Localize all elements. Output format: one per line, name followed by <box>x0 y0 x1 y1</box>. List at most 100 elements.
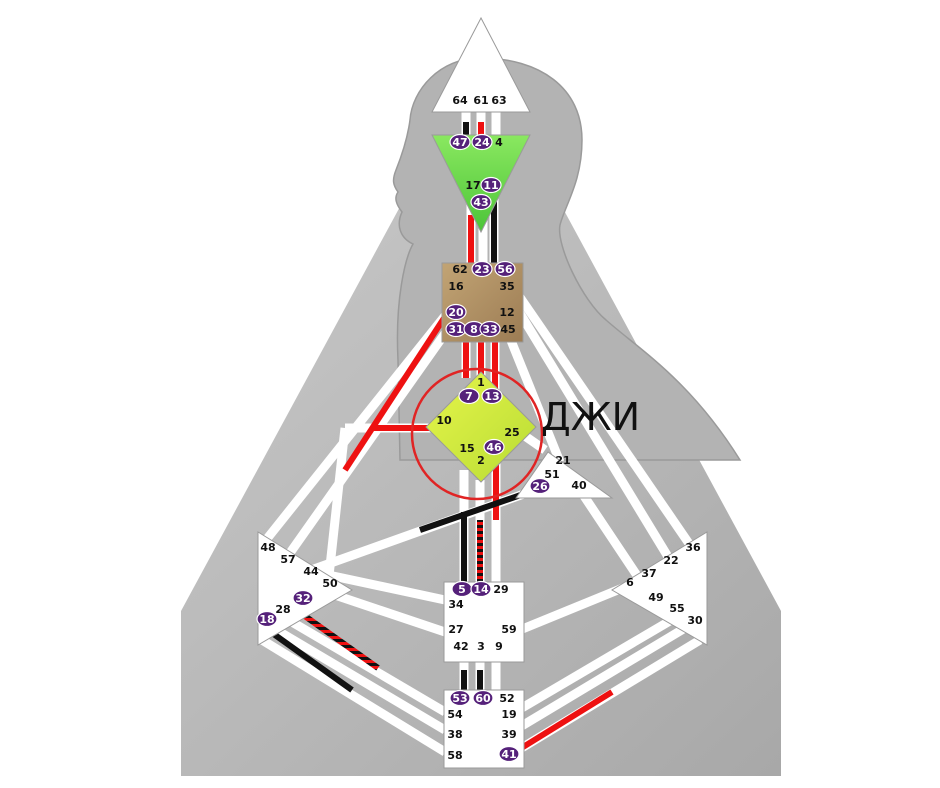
gate-60[interactable]: 60 <box>472 689 494 707</box>
gate-28-label: 28 <box>275 603 290 616</box>
gate-5[interactable]: 5 <box>451 580 473 598</box>
gate-58-label: 58 <box>447 749 462 762</box>
gate-10[interactable]: 10 <box>436 414 452 427</box>
gate-56-label: 56 <box>497 263 513 276</box>
gate-21[interactable]: 21 <box>555 454 570 467</box>
gate-14[interactable]: 14 <box>470 580 492 598</box>
gate-25[interactable]: 25 <box>504 426 519 439</box>
gate-23[interactable]: 23 <box>471 260 493 278</box>
gate-54-label: 54 <box>447 708 463 721</box>
gate-45[interactable]: 45 <box>500 323 515 336</box>
gate-13-activation-marker <box>481 387 503 405</box>
gate-46-activation-marker <box>483 438 505 456</box>
gate-53[interactable]: 53 <box>449 689 471 707</box>
gate-30[interactable]: 30 <box>687 614 703 627</box>
gate-47-activation-marker <box>449 133 471 151</box>
gate-63-label: 63 <box>491 94 506 107</box>
gate-56-activation-marker <box>494 260 516 278</box>
gate-57[interactable]: 57 <box>280 553 295 566</box>
gate-40[interactable]: 40 <box>571 479 587 492</box>
gate-6-label: 6 <box>626 576 634 589</box>
gate-6[interactable]: 6 <box>626 576 634 589</box>
gate-37[interactable]: 37 <box>641 567 656 580</box>
gate-25-label: 25 <box>504 426 519 439</box>
channel-activations <box>266 122 614 755</box>
gate-64-label: 64 <box>452 94 468 107</box>
gate-26[interactable]: 26 <box>529 477 551 495</box>
gate-34[interactable]: 34 <box>448 598 464 611</box>
gate-48[interactable]: 48 <box>260 541 275 554</box>
gate-8-label: 8 <box>470 323 478 336</box>
gate-52[interactable]: 52 <box>499 692 514 705</box>
gate-3[interactable]: 3 <box>477 640 485 653</box>
gate-41[interactable]: 41 <box>498 745 520 763</box>
gate-61[interactable]: 61 <box>473 94 488 107</box>
gate-60-activation-marker <box>472 689 494 707</box>
gate-44[interactable]: 44 <box>303 565 319 578</box>
gate-12[interactable]: 12 <box>499 306 514 319</box>
gate-41-activation-marker <box>498 745 520 763</box>
gate-59[interactable]: 59 <box>501 623 516 636</box>
gate-13[interactable]: 13 <box>481 387 503 405</box>
gate-11-activation-marker <box>480 176 502 194</box>
gate-46[interactable]: 46 <box>483 438 505 456</box>
gate-32[interactable]: 32 <box>292 589 314 607</box>
gate-52-label: 52 <box>499 692 514 705</box>
gate-27[interactable]: 27 <box>448 623 463 636</box>
gate-33-label: 33 <box>482 323 497 336</box>
gate-54[interactable]: 54 <box>447 708 463 721</box>
gate-20[interactable]: 20 <box>445 303 467 321</box>
gate-38[interactable]: 38 <box>447 728 462 741</box>
gate-51-label: 51 <box>544 468 559 481</box>
gate-42-label: 42 <box>453 640 468 653</box>
gate-51[interactable]: 51 <box>544 468 559 481</box>
gate-16[interactable]: 16 <box>448 280 464 293</box>
gate-4[interactable]: 4 <box>495 136 503 149</box>
gate-36[interactable]: 36 <box>685 541 701 554</box>
gate-45-label: 45 <box>500 323 515 336</box>
gate-28[interactable]: 28 <box>275 603 290 616</box>
gate-43[interactable]: 43 <box>470 193 492 211</box>
gate-60-label: 60 <box>475 692 491 705</box>
g-center[interactable] <box>425 371 537 483</box>
gate-49[interactable]: 49 <box>648 591 663 604</box>
gate-19[interactable]: 19 <box>501 708 516 721</box>
gate-55[interactable]: 55 <box>669 602 684 615</box>
head-center[interactable] <box>431 16 531 113</box>
gate-56[interactable]: 56 <box>494 260 516 278</box>
gate-7[interactable]: 7 <box>458 387 480 405</box>
gate-50-label: 50 <box>322 577 338 590</box>
spleen-center[interactable] <box>257 531 353 646</box>
gate-2-label: 2 <box>477 454 485 467</box>
gate-7-label: 7 <box>465 390 473 403</box>
gate-64[interactable]: 64 <box>452 94 468 107</box>
gate-62[interactable]: 62 <box>452 263 467 276</box>
gate-31[interactable]: 31 <box>445 320 467 338</box>
gate-17-label: 17 <box>465 179 480 192</box>
gate-29[interactable]: 29 <box>493 583 508 596</box>
gate-15[interactable]: 15 <box>459 442 474 455</box>
gate-50[interactable]: 50 <box>322 577 338 590</box>
gate-33[interactable]: 33 <box>479 320 501 338</box>
gate-35[interactable]: 35 <box>499 280 514 293</box>
gate-18[interactable]: 18 <box>256 610 278 628</box>
gate-39[interactable]: 39 <box>501 728 516 741</box>
gate-47[interactable]: 47 <box>449 133 471 151</box>
gate-57-label: 57 <box>280 553 295 566</box>
gate-42[interactable]: 42 <box>453 640 468 653</box>
gate-13-label: 13 <box>484 390 499 403</box>
gate-9[interactable]: 9 <box>495 640 503 653</box>
gate-5-label: 5 <box>458 583 466 596</box>
gate-63[interactable]: 63 <box>491 94 506 107</box>
solar-plexus-center[interactable] <box>611 531 708 646</box>
gate-14-activation-marker <box>470 580 492 598</box>
gate-24[interactable]: 24 <box>471 133 493 151</box>
gate-17[interactable]: 17 <box>465 179 480 192</box>
gate-61-label: 61 <box>473 94 488 107</box>
gate-58[interactable]: 58 <box>447 749 462 762</box>
gate-11[interactable]: 11 <box>480 176 502 194</box>
gate-2[interactable]: 2 <box>477 454 485 467</box>
gate-1[interactable]: 1 <box>477 376 485 389</box>
gate-22[interactable]: 22 <box>663 554 678 567</box>
